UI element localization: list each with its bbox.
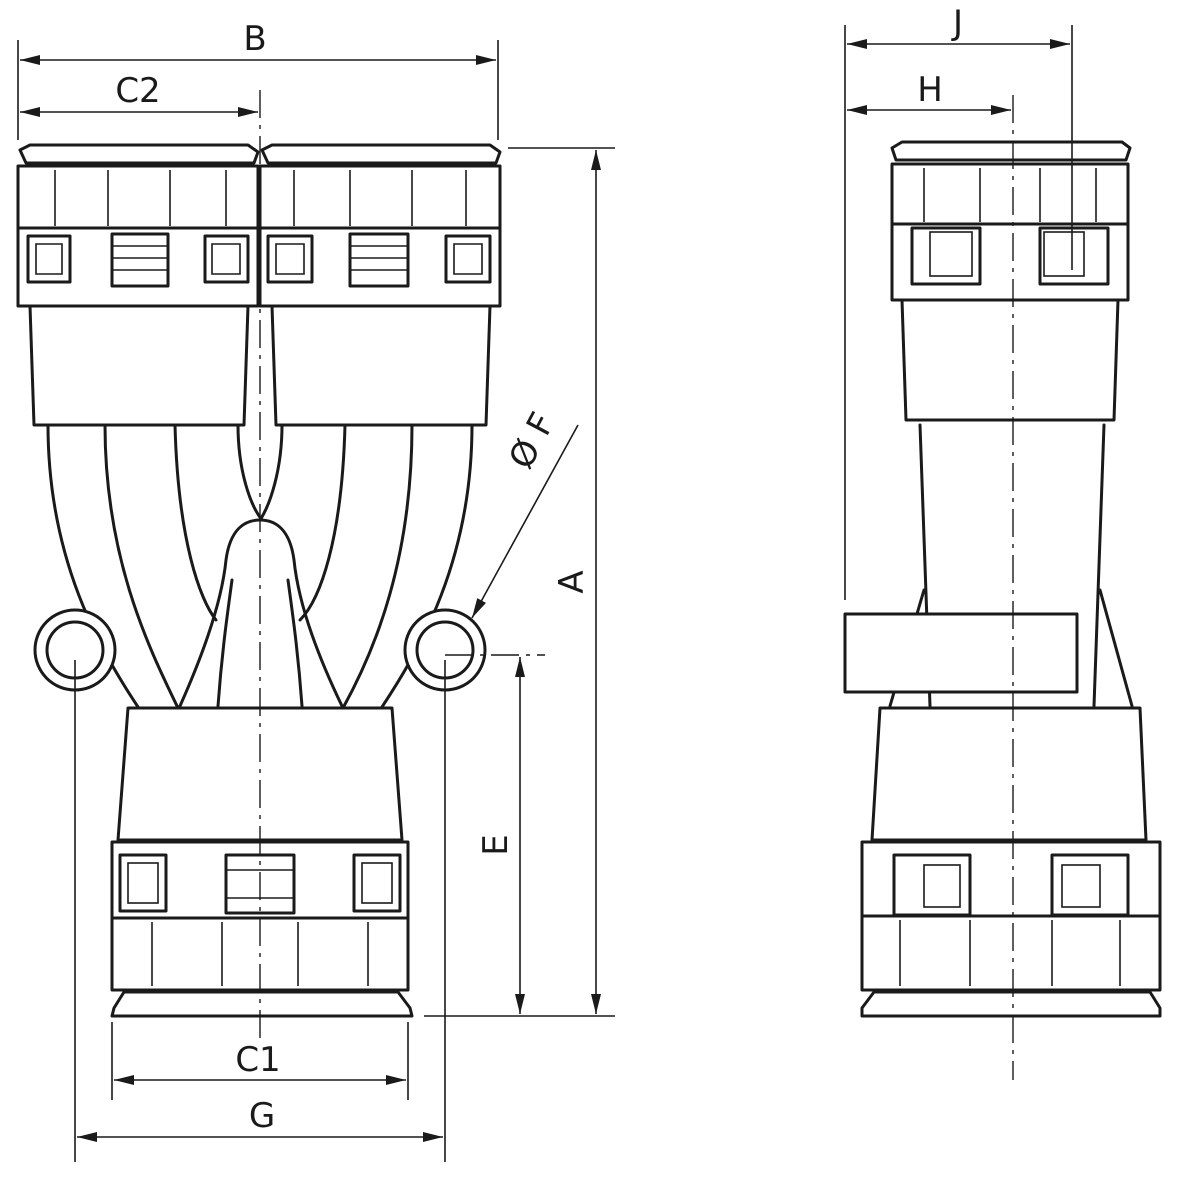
label-a: A xyxy=(552,570,592,593)
top-right-fitting xyxy=(258,143,502,427)
dim-f-leader xyxy=(471,424,579,619)
mounting-plate xyxy=(843,612,1079,694)
label-e: E xyxy=(476,834,516,855)
bottom-fitting xyxy=(110,706,414,1018)
dimension-lines xyxy=(17,25,1073,1162)
label-h: H xyxy=(917,70,943,110)
right-mounting-lug xyxy=(403,608,487,692)
label-j: J xyxy=(951,3,963,43)
label-f: Ø F xyxy=(501,406,563,475)
side-view xyxy=(843,95,1162,1080)
label-c1: C1 xyxy=(235,1040,280,1080)
label-c2: C2 xyxy=(115,71,160,111)
top-left-fitting xyxy=(16,143,260,427)
label-b: B xyxy=(243,19,266,59)
front-view xyxy=(16,90,545,1045)
crotch-inner-right xyxy=(286,578,304,708)
right-tube-branch xyxy=(258,423,474,712)
label-g: G xyxy=(249,1096,275,1136)
left-tube-branch xyxy=(46,423,264,712)
crotch-inner-left xyxy=(216,578,234,708)
branch-crotch xyxy=(178,518,344,708)
